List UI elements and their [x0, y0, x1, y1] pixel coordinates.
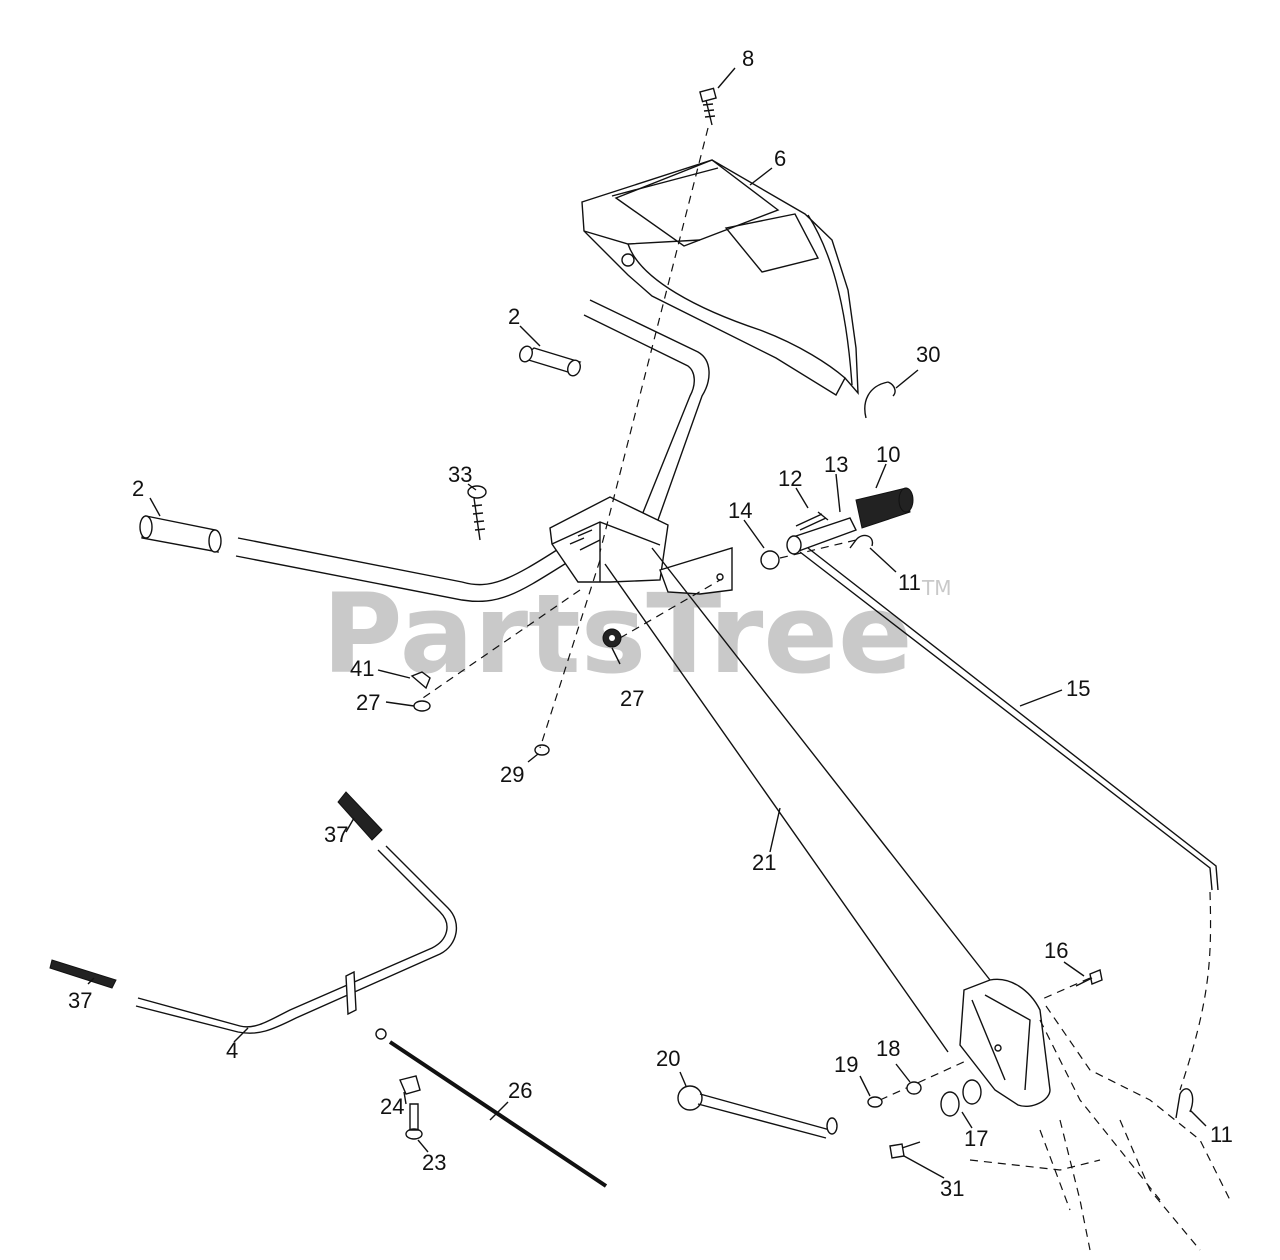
- callout-21: 21: [752, 850, 776, 875]
- nut-part-center: [602, 628, 622, 648]
- watermark-trademark: TM: [921, 576, 951, 600]
- nut-part-bottom: [534, 744, 550, 756]
- handle-tube-part: [604, 547, 1051, 1107]
- callout-16: 16: [1044, 938, 1068, 963]
- callout-37-lower: 37: [68, 988, 92, 1013]
- callout-27-center: 27: [620, 686, 644, 711]
- grip-part-right: [855, 487, 914, 529]
- bolt-part: [795, 511, 829, 531]
- cotter-pin-part: [849, 534, 874, 549]
- callout-4: 4: [226, 1038, 238, 1063]
- callout-10: 10: [876, 442, 900, 467]
- grip-part-left: [139, 515, 222, 553]
- callout-33: 33: [448, 462, 472, 487]
- nut-part-left: [413, 700, 431, 712]
- screw-part: [699, 87, 717, 126]
- callout-19: 19: [834, 1052, 858, 1077]
- callout-12: 12: [778, 466, 802, 491]
- bracket-part: [399, 1075, 421, 1095]
- hex-bolt-part: [405, 1103, 423, 1140]
- callout-2-left: 2: [132, 476, 144, 501]
- callout-24: 24: [380, 1094, 404, 1119]
- callout-11-lower: 11: [1210, 1122, 1233, 1147]
- clamp-part: [410, 671, 431, 690]
- callout-2-upper: 2: [508, 304, 520, 329]
- lever-grip-upper: [337, 791, 383, 841]
- callout-13: 13: [824, 452, 848, 477]
- callout-17: 17: [964, 1126, 988, 1151]
- handlebar-left: [237, 537, 561, 586]
- callout-30: 30: [916, 342, 940, 367]
- callout-23: 23: [422, 1150, 446, 1175]
- callout-20: 20: [656, 1046, 680, 1071]
- callout-6: 6: [774, 146, 786, 171]
- carriage-bolt-part: [467, 485, 487, 541]
- callout-8: 8: [742, 46, 754, 71]
- locknut-part: [906, 1081, 922, 1095]
- spacer-part: [760, 550, 780, 570]
- callout-37-upper: 37: [324, 822, 348, 847]
- cotter-pin-part-lower: [1175, 1088, 1194, 1119]
- bushing-part: [940, 1079, 982, 1117]
- tiller-frame: [969, 1005, 1231, 1251]
- callout-18: 18: [876, 1036, 900, 1061]
- grip-part-upper: [519, 345, 582, 377]
- console-cover-part: [581, 159, 859, 396]
- lower-bolt-part: [889, 1141, 921, 1159]
- callout-11-upper: 11: [898, 570, 921, 595]
- callout-26: 26: [508, 1078, 532, 1103]
- washer-part: [867, 1096, 883, 1108]
- knob-lever-part: [677, 1085, 838, 1139]
- control-rod-part: [786, 517, 1219, 891]
- lever-part: [135, 845, 458, 1034]
- callout-41: 41: [350, 656, 374, 681]
- callout-15: 15: [1066, 676, 1090, 701]
- callout-31: 31: [940, 1176, 964, 1201]
- callout-14: 14: [728, 498, 752, 523]
- handle-bracket: [549, 496, 733, 595]
- shoulder-bolt-part: [1075, 969, 1103, 987]
- callout-29: 29: [500, 762, 524, 787]
- cable-part: [388, 1040, 608, 1188]
- lever-grip-lower: [49, 959, 117, 989]
- callout-27-left: 27: [356, 690, 380, 715]
- handlebar-upper: [589, 299, 710, 521]
- clip-part: [864, 381, 896, 419]
